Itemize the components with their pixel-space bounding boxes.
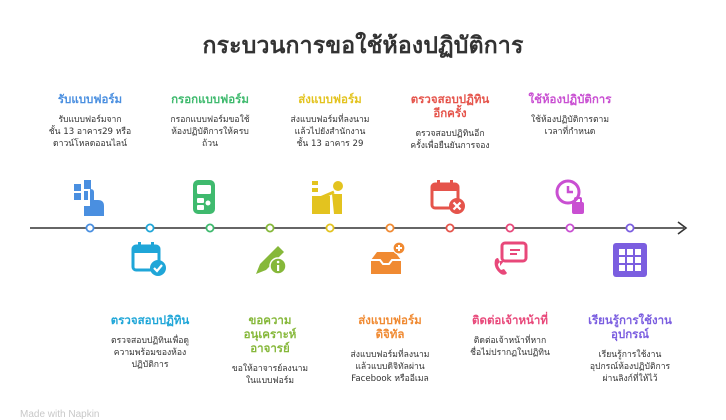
step-title: ติดต่อเจ้าหน้าที่ [472, 313, 548, 327]
step-title: ขอความ อนุเคราะห์ อาจารย์ [243, 313, 297, 355]
clock-lab-icon [555, 179, 584, 214]
desc-line: เรียนรู้การใช้งาน [598, 350, 662, 360]
step-description: ติดต่อเจ้าหน้าที่หาก ชื่อไม่ปรากฏในปฏิทิ… [450, 335, 570, 359]
timeline-dot [85, 223, 95, 233]
step-description: ส่งแบบฟอร์มที่ลงนาม แล้วไปยังสำนักงาน ชั… [270, 114, 390, 150]
step-description: ใช้ห้องปฏิบัติการตาม เวลาที่กำหนด [510, 114, 630, 138]
fill-form-icon [193, 180, 215, 214]
form-pickup-icon [74, 180, 104, 216]
step-description: ตรวจสอบปฏิทินเพื่อดู ความพร้อมของห้อง ปฏ… [90, 335, 210, 371]
step-title: ตรวจสอบปฏิทิน [110, 313, 190, 327]
desc-line: ชั้น 13 อาคาร29 หรือ [48, 127, 132, 137]
timeline-arrowhead [677, 221, 688, 235]
desc-line: ติดต่อเจ้าหน้าที่หาก [473, 336, 547, 346]
timeline-dot [265, 223, 275, 233]
desc-line: รับแบบฟอร์มจาก [58, 115, 122, 125]
step-receive-form: รับแบบฟอร์ม รับแบบฟอร์มจาก ชั้น 13 อาคาร… [30, 92, 150, 150]
desc-line: กรอกแบบฟอร์มขอใช้ [170, 115, 250, 125]
timeline-dot [625, 223, 635, 233]
desc-line: ถ้วน [202, 139, 218, 149]
desc-line: ห้องปฏิบัติการให้ครบ [171, 127, 249, 137]
desc-line: ชั้น 13 อาคาร 29 [296, 139, 364, 149]
desc-line: แล้วไปยังสำนักงาน [294, 127, 366, 137]
step-use-lab: ใช้ห้องปฏิบัติการ ใช้ห้องปฏิบัติการตาม เ… [510, 92, 630, 138]
desc-line: ชื่อไม่ปรากฏในปฏิทิน [470, 348, 550, 358]
desc-line: ส่งแบบฟอร์มที่ลงนาม [290, 115, 370, 125]
grid-apps-icon [613, 243, 647, 277]
step-description: ขอให้อาจารย์ลงนาม ในแบบฟอร์ม [210, 363, 330, 387]
step-submit-form: ส่งแบบฟอร์ม ส่งแบบฟอร์มที่ลงนาม แล้วไปยั… [270, 92, 390, 150]
step-description: ส่งแบบฟอร์มที่ลงนาม แล้วแบบดิจิทัลผ่าน F… [330, 349, 450, 385]
step-description: เรียนรู้การใช้งาน อุปกรณ์ห้องปฏิบัติการ … [570, 349, 690, 385]
submit-form-icon [312, 181, 343, 214]
desc-line: Facebook หรืออีเมล [351, 374, 429, 384]
desc-line: ผ่านลิงก์ที่ให้ไว้ [602, 374, 658, 384]
calendar-check-icon [131, 242, 166, 276]
step-title: ตรวจสอบปฏิทิน อีกครั้ง [410, 92, 490, 120]
timeline-dot [145, 223, 155, 233]
desc-line: ขอให้อาจารย์ลงนาม [231, 364, 309, 374]
step-title: ส่งแบบฟอร์ม ดิจิทัล [358, 313, 422, 341]
timeline-dot [385, 223, 395, 233]
step-title: กรอกแบบฟอร์ม [171, 92, 249, 106]
watermark: Made with Napkin [20, 409, 100, 420]
desc-line: ตรวจสอบปฏิทินอีก [415, 129, 485, 139]
step-recheck-calendar: ตรวจสอบปฏิทิน อีกครั้ง ตรวจสอบปฏิทินอีก … [390, 92, 510, 152]
desc-line: ส่งแบบฟอร์มที่ลงนาม [350, 350, 430, 360]
step-digital-submit: ส่งแบบฟอร์ม ดิจิทัล ส่งแบบฟอร์มที่ลงนาม … [330, 313, 450, 385]
timeline-dot [325, 223, 335, 233]
step-title: ใช้ห้องปฏิบัติการ [528, 92, 612, 106]
timeline-dot [445, 223, 455, 233]
step-description: รับแบบฟอร์มจาก ชั้น 13 อาคาร29 หรือ ดาวน… [30, 114, 150, 150]
step-description: ตรวจสอบปฏิทินอีก ครั้งเพื่อยืนยันการจอง [390, 128, 510, 152]
inbox-add-icon [371, 241, 406, 274]
timeline-dot [565, 223, 575, 233]
step-ask-advisor: ขอความ อนุเคราะห์ อาจารย์ ขอให้อาจารย์ลง… [210, 313, 330, 387]
contact-staff-icon [494, 241, 528, 275]
desc-line: ครั้งเพื่อยืนยันการจอง [410, 141, 490, 151]
step-learn-equipment: เรียนรู้การใช้งาน อุปกรณ์ เรียนรู้การใช้… [570, 313, 690, 385]
pen-info-icon [256, 246, 287, 275]
desc-line: ตรวจสอบปฏิทินเพื่อดู [110, 336, 190, 346]
desc-line: ความพร้อมของห้อง [113, 348, 187, 358]
desc-line: ดาวน์โหลดออนไลน์ [53, 139, 127, 149]
desc-line: ใช้ห้องปฏิบัติการตาม [530, 115, 610, 125]
step-title: รับแบบฟอร์ม [57, 92, 123, 106]
desc-line: อุปกรณ์ห้องปฏิบัติการ [589, 362, 671, 372]
step-fill-form: กรอกแบบฟอร์ม กรอกแบบฟอร์มขอใช้ ห้องปฏิบั… [150, 92, 270, 150]
step-contact-staff: ติดต่อเจ้าหน้าที่ ติดต่อเจ้าหน้าที่หาก ช… [450, 313, 570, 359]
step-description: กรอกแบบฟอร์มขอใช้ ห้องปฏิบัติการให้ครบ ถ… [150, 114, 270, 150]
desc-line: แล้วแบบดิจิทัลผ่าน [355, 362, 425, 372]
timeline-dot [205, 223, 215, 233]
desc-line: เวลาที่กำหนด [544, 127, 596, 137]
timeline-dot [505, 223, 515, 233]
step-check-calendar: ตรวจสอบปฏิทิน ตรวจสอบปฏิทินเพื่อดู ความพ… [90, 313, 210, 371]
desc-line: ในแบบฟอร์ม [245, 376, 295, 386]
step-title: เรียนรู้การใช้งาน อุปกรณ์ [588, 313, 672, 341]
page-title: กระบวนการขอใช้ห้องปฏิบัติการ [202, 33, 524, 59]
desc-line: ปฏิบัติการ [131, 360, 169, 370]
step-title: ส่งแบบฟอร์ม [298, 92, 362, 106]
calendar-cancel-icon [430, 180, 465, 214]
